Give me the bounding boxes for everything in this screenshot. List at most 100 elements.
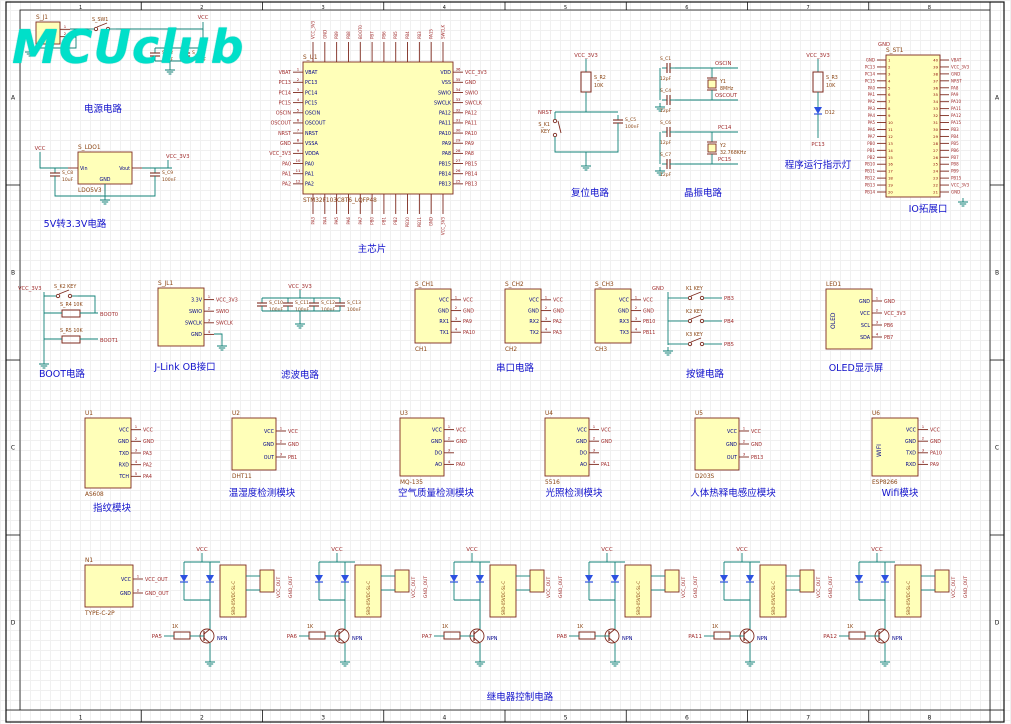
pin-name: RXD <box>906 462 917 468</box>
pin-number: 1 <box>743 426 746 431</box>
designator: U5 <box>695 411 703 417</box>
crystal[interactable] <box>707 143 717 153</box>
pin-number: 6 <box>888 92 891 97</box>
component-LED1[interactable] <box>825 288 873 350</box>
component-U4[interactable] <box>544 417 590 477</box>
component-terminal[interactable] <box>664 569 680 593</box>
pin-name: SWIO <box>189 309 202 315</box>
sheet-column-index: 5 <box>564 5 567 11</box>
net-label: SWIO <box>465 90 478 96</box>
resistor[interactable] <box>61 335 81 344</box>
switch-key[interactable] <box>105 26 111 32</box>
component-S_CH1[interactable] <box>414 288 452 344</box>
net-label: PA15 <box>951 120 961 125</box>
component-S_J1[interactable] <box>35 21 61 45</box>
net-label: PB10 <box>405 217 410 228</box>
designator: S_C8 <box>62 170 73 176</box>
component-N1[interactable] <box>84 564 134 608</box>
switch-key[interactable] <box>687 295 693 301</box>
switch-key[interactable] <box>687 341 693 347</box>
diode-led[interactable] <box>206 575 214 582</box>
net-label: PA12 <box>465 111 477 117</box>
component-relay[interactable] <box>489 564 517 618</box>
pin-number: 7 <box>297 128 300 133</box>
pin-name: AO <box>435 462 442 468</box>
wire <box>116 22 204 30</box>
designator: K1 KEY <box>686 286 703 292</box>
diode-led[interactable] <box>315 575 323 582</box>
resistor[interactable] <box>578 631 596 640</box>
net-label: GND_OUT <box>145 591 169 597</box>
part-value: 100nF <box>162 177 176 183</box>
pin-number: 22 <box>933 183 938 188</box>
section-title: 光照检测模块 <box>545 487 603 499</box>
switch-key[interactable] <box>699 341 705 347</box>
diode-led[interactable] <box>341 575 349 582</box>
switch-key[interactable] <box>699 295 705 301</box>
resistor[interactable] <box>173 631 191 640</box>
diode-led[interactable] <box>611 575 619 582</box>
pin-number: 2 <box>64 31 67 36</box>
diode-led[interactable] <box>720 575 728 582</box>
diode-led[interactable] <box>585 575 593 582</box>
resistor[interactable] <box>580 71 592 93</box>
net-label: PA6 <box>868 127 876 132</box>
component-U1[interactable] <box>84 417 132 489</box>
resistor[interactable] <box>61 309 81 318</box>
component-terminal[interactable] <box>799 569 815 593</box>
component-relay[interactable] <box>354 564 382 618</box>
net-label: GND_OUT <box>558 576 564 598</box>
diode-led[interactable] <box>881 575 889 582</box>
resistor[interactable] <box>713 631 731 640</box>
component-terminal[interactable] <box>394 569 410 593</box>
component-S_CH3[interactable] <box>594 288 632 344</box>
component-S_ST1[interactable] <box>885 54 941 198</box>
net-label: PB11 <box>865 169 876 174</box>
switch-key[interactable] <box>67 293 73 299</box>
pin-number: 35 <box>456 77 461 82</box>
component-relay[interactable] <box>894 564 922 618</box>
component-S_CH2[interactable] <box>504 288 542 344</box>
resistor[interactable] <box>308 631 326 640</box>
resistor[interactable] <box>812 71 824 93</box>
net-label: PB5 <box>724 342 734 348</box>
switch-key[interactable] <box>687 318 693 324</box>
net-label: PB15 <box>951 176 962 181</box>
resistor[interactable] <box>848 631 866 640</box>
component-terminal[interactable] <box>259 569 275 593</box>
switch-key[interactable] <box>93 26 99 32</box>
switch-key[interactable] <box>699 318 705 324</box>
resistor[interactable] <box>443 631 461 640</box>
sheet-column-index: 2 <box>200 5 203 11</box>
net-label: VCC <box>751 429 762 435</box>
component-relay[interactable] <box>219 564 247 618</box>
diode-led[interactable] <box>746 575 754 582</box>
diode-led[interactable] <box>476 575 484 582</box>
pin-name: SWCLK <box>434 100 452 106</box>
component-terminal[interactable] <box>934 569 950 593</box>
transistor-npn <box>743 628 751 635</box>
component-S_LDO1[interactable] <box>77 151 133 185</box>
pin-name: VCC <box>577 427 588 433</box>
component-S_JL1[interactable] <box>157 287 205 347</box>
diode-led[interactable] <box>450 575 458 582</box>
component-relay[interactable] <box>759 564 787 618</box>
diode-led[interactable] <box>855 575 863 582</box>
switch-key[interactable] <box>552 118 558 124</box>
diode-led[interactable] <box>180 575 188 582</box>
switch-key[interactable] <box>552 132 558 138</box>
component-relay[interactable] <box>624 564 652 618</box>
switch-key[interactable] <box>55 293 61 299</box>
component-U5[interactable] <box>694 417 740 471</box>
component-U6[interactable] <box>871 417 919 477</box>
component-U3[interactable] <box>399 417 445 477</box>
crystal[interactable] <box>707 79 717 89</box>
diode-led[interactable] <box>814 107 822 114</box>
net-label: PB3 <box>417 31 422 39</box>
net-label: VCC_3V3 <box>269 151 291 157</box>
component-terminal[interactable] <box>529 569 545 593</box>
component-U2[interactable] <box>231 417 277 471</box>
component-S_U1[interactable] <box>302 61 454 195</box>
pin-number: 12 <box>888 134 893 139</box>
